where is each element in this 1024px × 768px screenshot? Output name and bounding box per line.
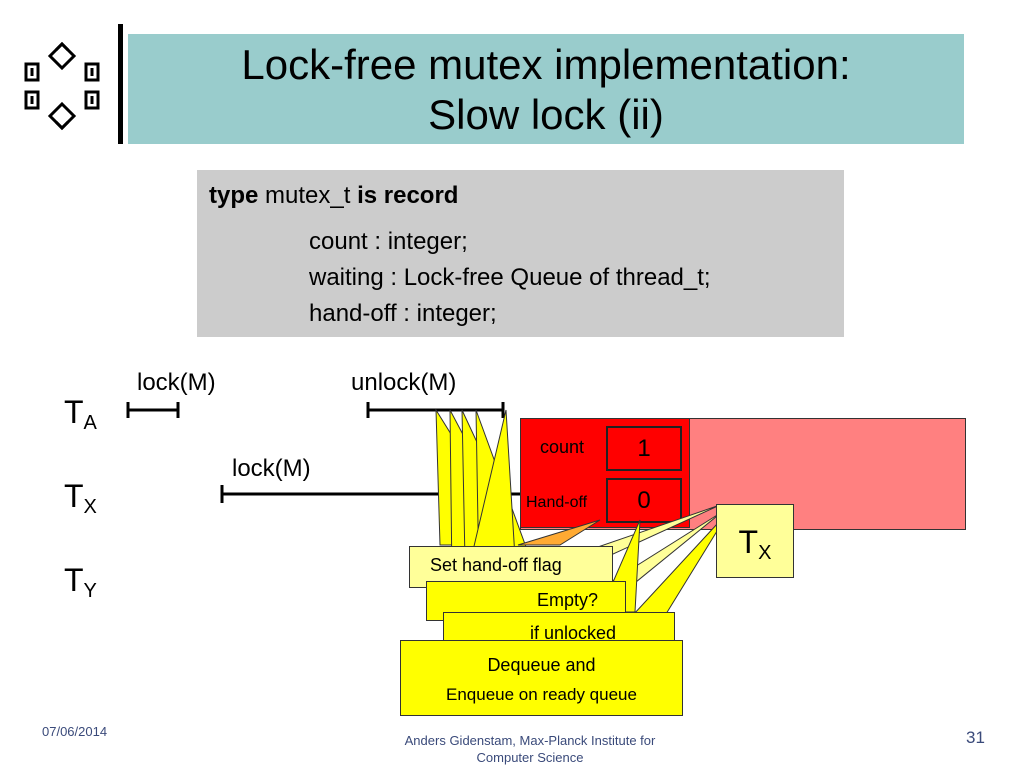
title-divider bbox=[118, 24, 123, 144]
field-handoff: hand-off : integer; bbox=[309, 300, 497, 327]
ta-unlock-label: unlock(M) bbox=[351, 369, 457, 396]
field-count: count : integer; bbox=[309, 228, 468, 255]
footer-date: 07/06/2014 bbox=[42, 724, 108, 739]
ta-lock-label: lock(M) bbox=[137, 369, 216, 396]
page-number: 31 bbox=[966, 728, 985, 747]
title-line-1: Lock-free mutex implementation: bbox=[241, 41, 851, 88]
count-value: 1 bbox=[606, 426, 682, 471]
type-name: mutex_t bbox=[258, 182, 358, 209]
handoff-value: 0 bbox=[606, 478, 682, 523]
footer-author: Anders Gidenstam, Max-Planck Institute f… bbox=[404, 733, 656, 765]
thread-label-a: TA bbox=[64, 394, 97, 434]
institute-logo-icon bbox=[24, 41, 100, 131]
keyword-type: type bbox=[209, 182, 259, 209]
count-label: count bbox=[540, 437, 585, 457]
handoff-label: Hand-off bbox=[526, 494, 588, 511]
keyword-is-record: is record bbox=[357, 182, 459, 209]
tx-lock-label: lock(M) bbox=[232, 455, 311, 482]
title-line-2: Slow lock (ii) bbox=[428, 91, 664, 138]
wedge-handoff-arrow bbox=[517, 519, 601, 546]
type-declaration: type mutex_t is record bbox=[209, 179, 458, 213]
thread-label-x: TX bbox=[64, 478, 97, 518]
thread-label-y: TY bbox=[64, 562, 97, 602]
field-waiting: waiting : Lock-free Queue of thread_t; bbox=[309, 264, 711, 291]
callout-dequeue: Dequeue and Enqueue on ready queue bbox=[400, 640, 683, 716]
slide-title: Lock-free mutex implementation: Slow loc… bbox=[128, 34, 964, 144]
type-definition-box: type mutex_t is record count : integer; … bbox=[197, 170, 844, 337]
waiting-thread-box: TX bbox=[716, 504, 794, 578]
